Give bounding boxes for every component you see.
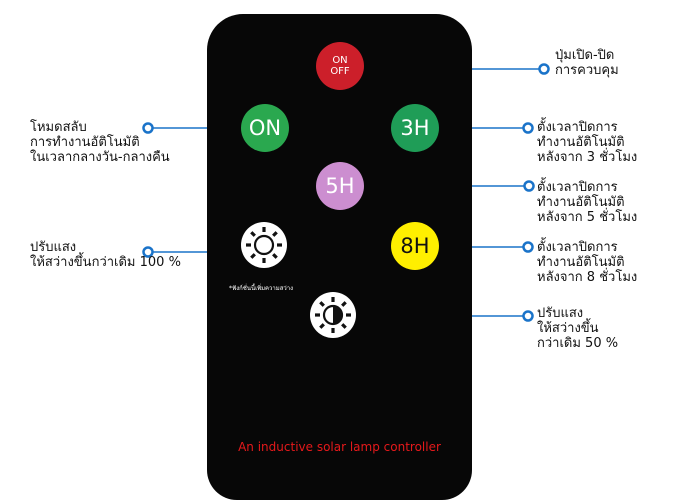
label-timer-3h-line: หลังจาก 3 ชั่วโมง	[537, 150, 638, 165]
brightness-50-button[interactable]	[310, 292, 356, 338]
timer-3h-button[interactable]: 3H	[391, 104, 439, 152]
dot-bright-50	[522, 310, 534, 322]
label-onoff-line: ปุ่มเปิด-ปิด	[555, 48, 615, 63]
label-timer-8h: ตั้งเวลาปิดการ ทำงานอัติโนมัติ หลังจาก 8…	[537, 240, 637, 285]
label-brightness-100: ปรับแสง ให้สว่างขึ้นกว่าเดิม 100 %	[30, 240, 181, 270]
label-timer-5h-line: หลังจาก 5 ชั่วโมง	[537, 210, 638, 225]
label-brightness-50-line: กว่าเดิม 50 %	[537, 336, 619, 351]
label-auto-mode-line: โหมดสลับ	[30, 120, 87, 135]
timer-8h-label: 8H	[400, 234, 430, 258]
label-timer-3h-line: ทำงานอัติโนมัติ	[537, 135, 625, 150]
sun-icon	[246, 227, 282, 263]
label-timer-5h-line: ตั้งเวลาปิดการ	[537, 180, 618, 195]
label-timer-8h-line: หลังจาก 8 ชั่วโมง	[537, 270, 638, 285]
controller-caption: An inductive solar lamp controller	[238, 440, 441, 454]
on-off-label-top: ON	[332, 55, 348, 66]
label-brightness-100-line: ให้สว่างขึ้นกว่าเดิม 100 %	[30, 255, 181, 270]
half-sun-icon	[315, 297, 351, 333]
label-auto-mode: โหมดสลับ การทำงานอัติโนมัติ ในเวลากลางวั…	[30, 120, 170, 165]
label-onoff: ปุ่มเปิด-ปิด การควบคุม	[555, 48, 619, 78]
label-timer-5h: ตั้งเวลาปิดการ ทำงานอัติโนมัติ หลังจาก 5…	[537, 180, 637, 225]
auto-on-label: ON	[248, 116, 282, 140]
timer-8h-button[interactable]: 8H	[391, 222, 439, 270]
on-off-button[interactable]: ON OFF	[316, 42, 364, 90]
timer-5h-label: 5H	[325, 174, 355, 198]
timer-3h-label: 3H	[400, 116, 430, 140]
label-timer-5h-line: ทำงานอัติโนมัติ	[537, 195, 625, 210]
label-timer-8h-line: ตั้งเวลาปิดการ	[537, 240, 618, 255]
on-off-label-bottom: OFF	[330, 66, 350, 77]
label-auto-mode-line: ในเวลากลางวัน-กลางคืน	[30, 150, 170, 165]
auto-on-button[interactable]: ON	[241, 104, 289, 152]
dot-auto-mode	[142, 122, 154, 134]
label-auto-mode-line: การทำงานอัติโนมัติ	[30, 135, 140, 150]
dot-5h	[523, 180, 535, 192]
label-brightness-50-line: ให้สว่างขึ้น	[537, 321, 599, 336]
label-brightness-50: ปรับแสง ให้สว่างขึ้น กว่าเดิม 50 %	[537, 306, 618, 351]
label-timer-3h-line: ตั้งเวลาปิดการ	[537, 120, 618, 135]
dot-8h	[522, 241, 534, 253]
sensor-note: *ฟังก์ชั่นนี้เพิ่มความสว่าง	[229, 285, 294, 292]
brightness-100-button[interactable]	[241, 222, 287, 268]
label-brightness-100-line: ปรับแสง	[30, 240, 77, 255]
label-timer-8h-line: ทำงานอัติโนมัติ	[537, 255, 625, 270]
dot-3h	[522, 122, 534, 134]
dot-onoff	[538, 63, 550, 75]
label-brightness-50-line: ปรับแสง	[537, 306, 584, 321]
dot-bright-100	[142, 246, 154, 258]
timer-5h-button[interactable]: 5H	[316, 162, 364, 210]
label-timer-3h: ตั้งเวลาปิดการ ทำงานอัติโนมัติ หลังจาก 3…	[537, 120, 637, 165]
label-onoff-line: การควบคุม	[555, 63, 619, 78]
